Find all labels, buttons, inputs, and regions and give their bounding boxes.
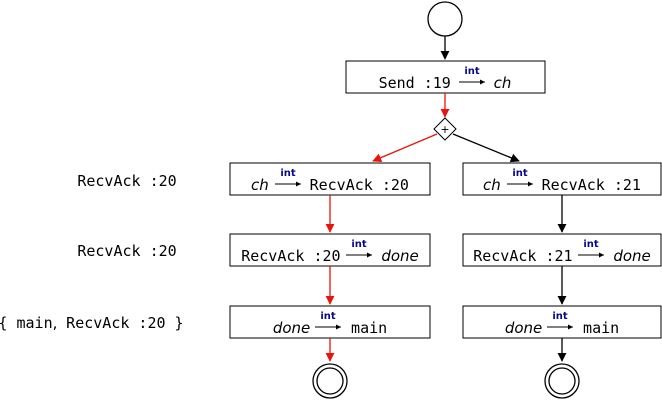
right-node-2 — [462, 233, 662, 267]
right-node-1-int: int — [512, 168, 528, 179]
left-end-node-inner — [316, 367, 344, 395]
annotation-2: RecvAck :20 — [77, 242, 176, 260]
right-node-3-int: int — [552, 311, 568, 322]
node-send-label: Send :19 ch — [379, 74, 512, 92]
left-node-3-label: done main — [273, 319, 387, 337]
left-node-1-label: ch RecvAck :20 — [251, 176, 409, 194]
right-node-1 — [462, 162, 662, 196]
right-node-3-label: done main — [505, 319, 619, 337]
left-node-3-int: int — [320, 311, 336, 322]
node-send-int: int — [464, 66, 480, 77]
right-end-node-inner — [548, 367, 576, 395]
right-node-2-label: RecvAck :21 done — [473, 247, 651, 265]
edge-fork-to-left — [372, 133, 438, 163]
fork-node — [433, 117, 457, 141]
right-node-3 — [462, 305, 662, 339]
fork-symbol: + — [440, 123, 449, 136]
annotation-1: RecvAck :20 — [77, 172, 176, 190]
right-node-2-int: int — [583, 239, 599, 250]
left-node-2-label: RecvAck :20 done — [241, 247, 419, 265]
start-node — [427, 1, 463, 37]
left-end-node-outer — [312, 363, 348, 399]
right-node-1-label: ch RecvAck :21 — [483, 176, 641, 194]
right-end-node-outer — [544, 363, 580, 399]
left-node-1-int: int — [280, 168, 296, 179]
annotation-3: { main, RecvAck :20 } — [0, 314, 184, 332]
left-node-2-int: int — [351, 239, 367, 250]
left-node-2 — [229, 233, 431, 267]
edge-fork-to-right — [452, 133, 520, 163]
